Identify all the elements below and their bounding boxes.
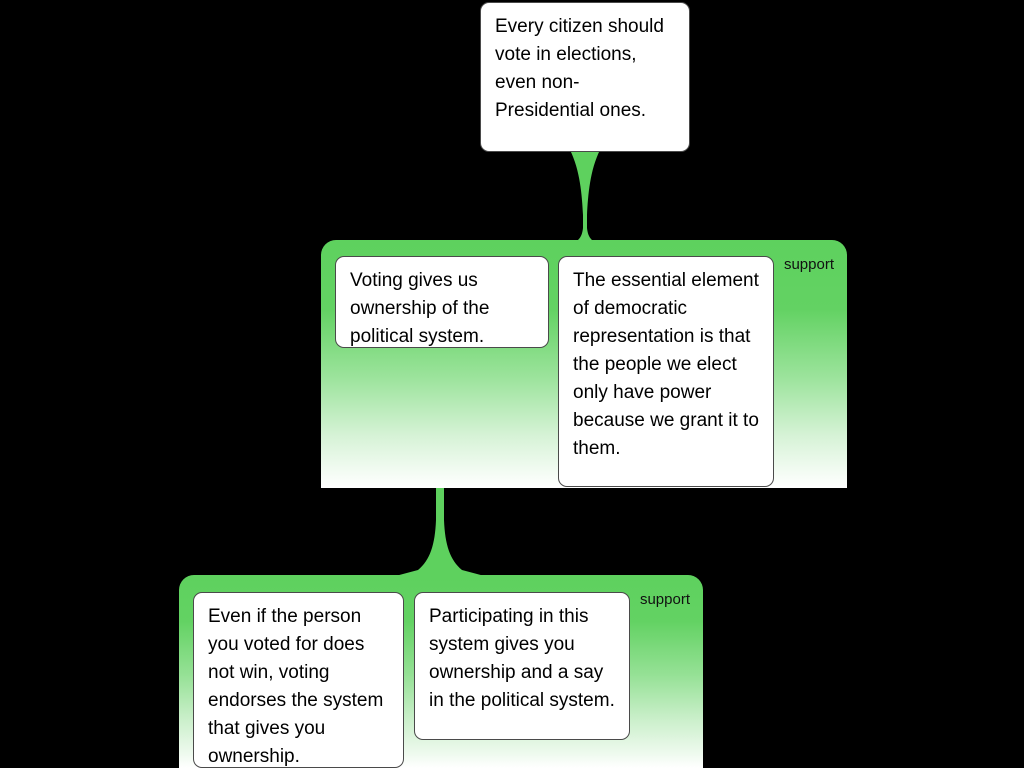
reason-box-1a-text: Voting gives us ownership of the politic…	[350, 270, 490, 347]
reason-box-2b-text: Participating in this system gives you o…	[429, 606, 615, 711]
reason-box-2a[interactable]: Even if the person you voted for does no…	[193, 592, 404, 768]
reason-box-1b[interactable]: The essential element of democratic repr…	[558, 256, 774, 487]
claim-box-root-text: Every citizen should vote in elections, …	[495, 16, 664, 121]
reason-box-1b-text: The essential element of democratic repr…	[573, 270, 759, 459]
reason-box-2a-text: Even if the person you voted for does no…	[208, 606, 384, 767]
reason-box-1a[interactable]: Voting gives us ownership of the politic…	[335, 256, 549, 348]
reason-box-2b[interactable]: Participating in this system gives you o…	[414, 592, 630, 740]
support-group-1-label: support	[783, 256, 834, 273]
claim-box-root[interactable]: Every citizen should vote in elections, …	[480, 2, 690, 152]
support-group-2-label: support	[639, 591, 690, 608]
